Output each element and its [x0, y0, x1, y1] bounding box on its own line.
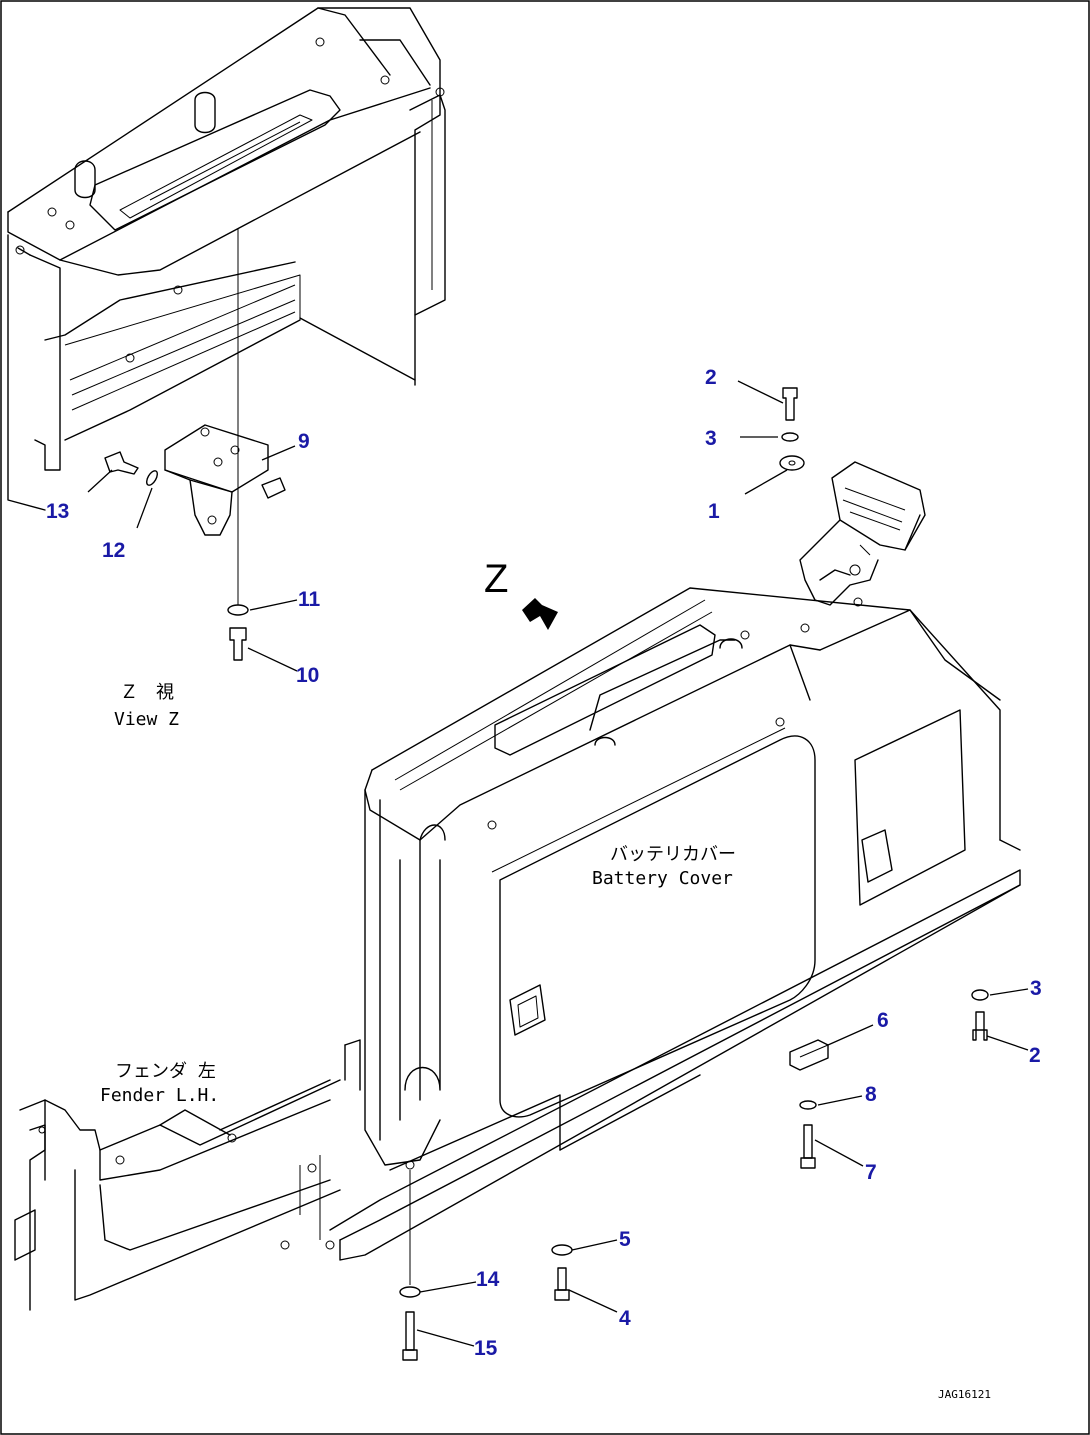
callout-2-right: 2	[1029, 1044, 1041, 1067]
callout-5: 5	[619, 1228, 631, 1251]
callout-labels: 2 3 1 9 10 11 12 13 3 2 6 8 7 5 4 14 15	[46, 366, 1042, 1360]
battery-cover-label-jp: バッテリカバー	[610, 844, 736, 865]
view-z-label-en: View Z	[114, 709, 179, 730]
fender-label-jp: フェンダ 左	[115, 1061, 216, 1082]
callout-10: 10	[296, 664, 319, 687]
fender-label-en: Fender L.H.	[100, 1085, 219, 1106]
leader-lines	[87, 380, 1029, 1347]
callout-6: 6	[877, 1009, 889, 1032]
view-direction-arrow	[522, 598, 558, 630]
callout-15: 15	[474, 1337, 498, 1360]
callout-1: 1	[708, 500, 720, 523]
callout-12: 12	[102, 539, 125, 562]
drawing-code: JAG16121	[938, 1388, 991, 1401]
fender-lh	[14, 1039, 361, 1311]
callout-13: 13	[46, 500, 69, 523]
view-z-label-jp: Ｚ 視	[120, 682, 174, 703]
work-lamp	[799, 461, 926, 607]
view-z-detail	[7, 7, 446, 661]
callout-2-top: 2	[705, 366, 717, 389]
callout-3-right: 3	[1030, 977, 1042, 1000]
hardware-parts	[399, 387, 989, 1361]
callout-8: 8	[865, 1083, 877, 1106]
battery-cover-assembly	[329, 587, 1021, 1261]
text-labels: Ｚ 視 View Z Z バッテリカバー Battery Cover フェンダ …	[100, 557, 991, 1401]
callout-11: 11	[298, 588, 321, 611]
callout-4: 4	[619, 1307, 631, 1330]
callout-3-top: 3	[705, 427, 717, 450]
view-z-marker: Z	[484, 557, 508, 601]
battery-cover-label-en: Battery Cover	[592, 868, 733, 889]
callout-7: 7	[865, 1161, 877, 1184]
callout-9: 9	[298, 430, 310, 453]
callout-14: 14	[476, 1268, 500, 1291]
